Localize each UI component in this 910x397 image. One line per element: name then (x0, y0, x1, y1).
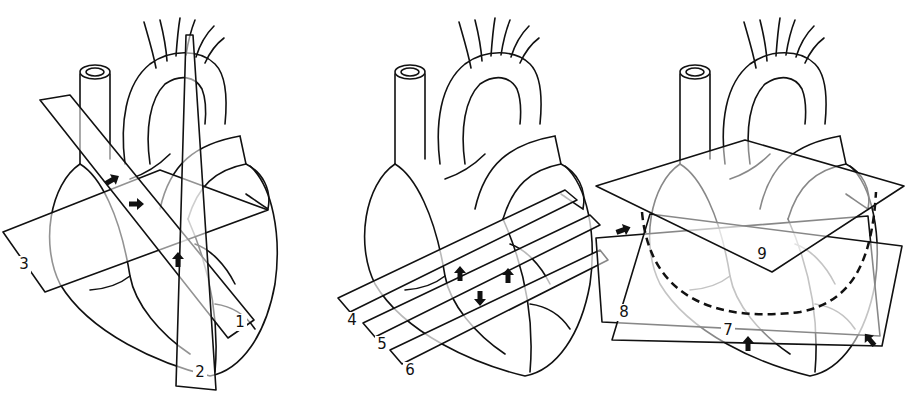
callout-number: 7 (721, 322, 735, 339)
callout-number: 3 (17, 256, 31, 273)
heart-figure-2 (338, 18, 608, 376)
callout-number: 8 (617, 304, 631, 321)
callout-number: 2 (193, 364, 207, 381)
callout-number: 6 (403, 362, 417, 379)
heart-figure-1 (3, 18, 277, 390)
callout-number: 9 (755, 246, 769, 263)
callout-number: 5 (375, 336, 389, 353)
callout-number: 1 (233, 314, 247, 331)
heart-figure-3 (596, 18, 904, 376)
callout-number: 4 (345, 312, 359, 329)
